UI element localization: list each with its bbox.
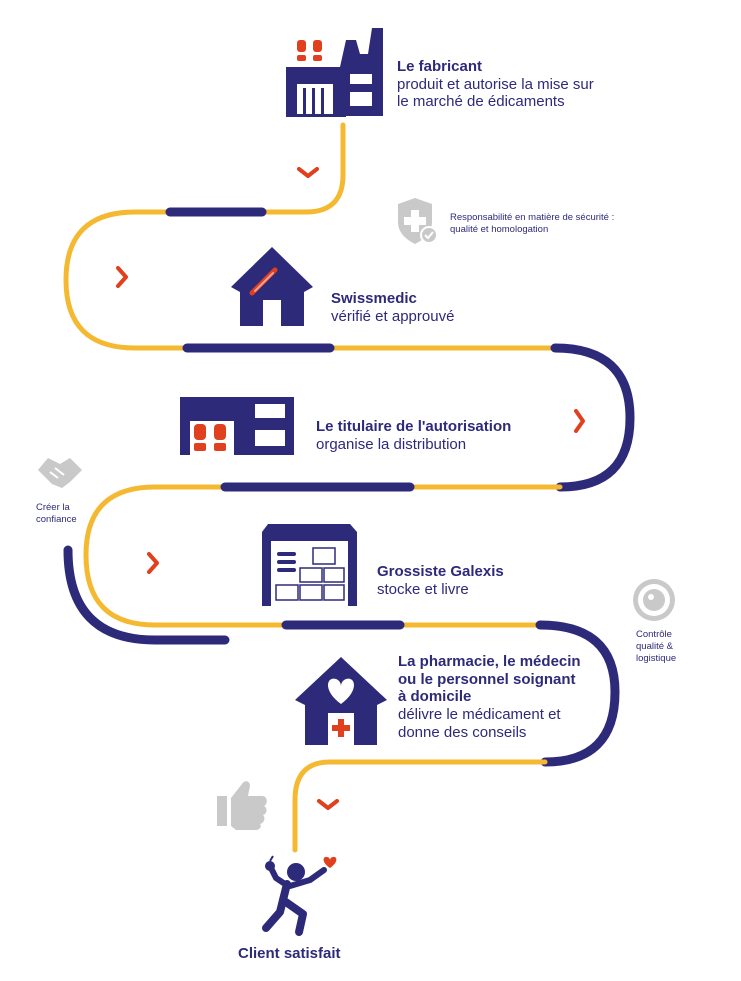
step-swissmedic: Swissmedic vérifié et approuvé: [331, 290, 454, 325]
step-client: Client satisfait: [238, 945, 341, 963]
step-pharmacy: La pharmacie, le médecin ou le personnel…: [398, 653, 581, 741]
step-description: vérifié et approuvé: [331, 307, 455, 325]
note-control: Contrôle qualité & logistique: [636, 629, 676, 665]
winding-path: [63, 122, 635, 853]
building-icon: [180, 397, 294, 455]
note-line: logistique: [636, 652, 677, 664]
note-line: Contrôle: [636, 629, 672, 640]
note-line: qualité &: [636, 640, 673, 652]
chevron-right-icon: [147, 552, 159, 574]
step-title: La pharmacie, le médecin: [398, 653, 581, 670]
step-title: Le titulaire de l'autorisation: [316, 418, 512, 435]
factory-icon: [286, 28, 383, 117]
step-description: donne des conseils: [398, 723, 527, 741]
step-manufacturer: Le fabricant produit et autorise la mise…: [397, 58, 594, 111]
step-title: Grossiste Galexis: [377, 563, 504, 580]
eye-icon: [633, 579, 675, 621]
step-title: Le fabricant: [397, 58, 483, 75]
step-description: le marché de édicaments: [397, 93, 565, 111]
handshake-icon: [38, 458, 82, 488]
house-icon: [231, 247, 313, 326]
step-description: organise la distribution: [316, 435, 467, 453]
step-license-holder: Le titulaire de l'autorisation organise …: [316, 418, 511, 453]
chevron-right-icon: [574, 409, 585, 433]
note-line: Responsabilité en matière de sécurité :: [450, 212, 615, 223]
note-line: confiance: [36, 513, 77, 525]
step-wholesaler: Grossiste Galexis stocke et livre: [377, 563, 504, 598]
step-description: produit et autorise la mise sur: [397, 75, 594, 93]
chevron-down-icon: [297, 167, 319, 178]
step-description: stocke et livre: [377, 580, 469, 598]
note-line: Créer la: [36, 502, 70, 513]
runner-icon: [262, 855, 337, 936]
shield-icon: [398, 198, 438, 244]
note-trust: Créer la confiance: [36, 502, 77, 526]
step-title: Client satisfait: [238, 945, 341, 962]
pharmacy-icon: [295, 657, 387, 745]
step-title: ou le personnel soignant: [398, 670, 576, 688]
note-security: Responsabilité en matière de sécurité : …: [450, 212, 614, 236]
chevron-right-icon: [116, 266, 128, 288]
note-line: qualité et homologation: [450, 223, 549, 235]
step-title: à domicile: [398, 688, 472, 706]
warehouse-icon: [262, 524, 357, 606]
step-title: Swissmedic: [331, 290, 417, 307]
thumbs-up-icon: [217, 781, 267, 830]
chevron-down-icon: [317, 799, 339, 810]
step-description: délivre le médicament et: [398, 706, 561, 724]
